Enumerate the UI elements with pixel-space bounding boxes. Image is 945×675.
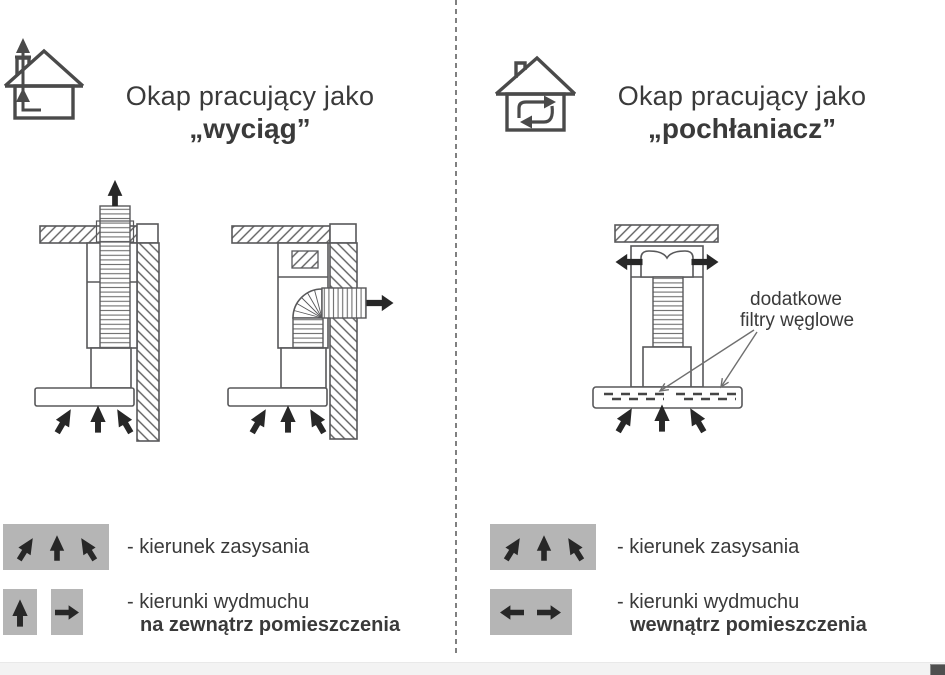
up-arrow-icon xyxy=(12,599,28,627)
hood-canopy xyxy=(227,387,328,407)
carbon-filter-label-line1: dodatkowe xyxy=(750,289,842,310)
legend-exhaust-line2: wewnątrz pomieszczenia xyxy=(630,614,867,636)
indoor-up-arrowhead xyxy=(16,88,30,102)
intake-arrow-icon xyxy=(683,404,711,436)
right-title: Okap pracujący jako „pochłaniacz” xyxy=(587,82,897,143)
legend-exhaust-label: - kierunki wydmuchu na zewnątrz pomieszc… xyxy=(127,591,400,637)
intake-arrow-icon xyxy=(110,405,138,437)
intake-arrows-icon xyxy=(500,534,588,564)
legend-intake-label: - kierunek zasysania xyxy=(617,536,800,558)
right-title-line1: Okap pracujący jako xyxy=(617,81,867,111)
intake-arrow-icon xyxy=(611,404,639,436)
wall-top-block xyxy=(136,223,159,244)
intake-arrow-icon xyxy=(90,405,106,433)
house-recirculation-icon xyxy=(494,55,576,132)
loop-left-arrowhead xyxy=(520,115,532,129)
intake-arrow-icon xyxy=(280,405,296,433)
left-title: Okap pracujący jako „wyciąg” xyxy=(95,82,405,143)
exhaust-up-arrow-icon xyxy=(107,180,123,207)
duct-collar xyxy=(95,220,135,243)
legend-exhaust-line2: na zewnątrz pomieszczenia xyxy=(140,614,401,636)
legend-exhaust-label: - kierunki wydmuchu wewnątrz pomieszczen… xyxy=(617,591,867,637)
hood-body xyxy=(280,347,327,389)
duct-vertical xyxy=(292,317,324,349)
ceiling-hatch xyxy=(231,225,331,244)
hood-canopy xyxy=(592,386,743,409)
hood-body xyxy=(642,346,692,388)
legend-intake-swatch xyxy=(490,524,596,570)
carbon-filter-dashes xyxy=(604,392,736,401)
right-title-mode: „pochłaniacz” xyxy=(647,112,837,144)
recirculation-vent-box xyxy=(640,250,694,278)
legend-exhaust-line1: - kierunki wydmuchu xyxy=(617,591,800,613)
filter-pointer-arrows xyxy=(658,329,758,392)
left-title-line1: Okap pracujący jako xyxy=(125,81,375,111)
intake-arrow-icon xyxy=(303,405,331,437)
roof-outline xyxy=(494,55,576,96)
wall-top-block xyxy=(329,223,357,244)
intake-arrows-icon xyxy=(13,534,101,564)
exhaust-right-arrow-icon xyxy=(366,294,394,312)
wall-hatch xyxy=(329,242,358,440)
flexible-duct xyxy=(99,205,131,349)
duct-through-wall xyxy=(321,287,367,319)
legend-exhaust-both-swatch xyxy=(490,589,572,635)
intake-arrow-icon xyxy=(50,405,78,437)
diagram-hood-wall-vent xyxy=(227,223,394,440)
right-arrow-icon xyxy=(55,605,79,620)
vent-grille xyxy=(291,250,319,269)
wall-hatch xyxy=(136,242,160,442)
flexible-duct xyxy=(652,276,684,348)
legend-intake-label: - kierunek zasysania xyxy=(127,536,310,558)
ceiling-hatch xyxy=(614,224,719,243)
diagram-hood-recirculation xyxy=(592,224,758,436)
loop-right-arrowhead xyxy=(544,95,556,109)
diagram-hood-ceiling-vent xyxy=(34,180,160,442)
exhaust-up-arrowhead xyxy=(16,38,30,53)
legend-exhaust-up-swatch xyxy=(3,589,37,635)
house-exhaust-icon xyxy=(3,38,85,120)
legend-exhaust-line1: - kierunki wydmuchu xyxy=(127,591,310,613)
left-right-arrows-icon xyxy=(500,605,561,620)
panel-divider xyxy=(455,0,457,654)
left-title-mode: „wyciąg” xyxy=(189,112,311,144)
intake-arrow-icon xyxy=(245,405,273,437)
legend-exhaust-right-swatch xyxy=(51,589,83,635)
hood-body xyxy=(90,347,132,389)
carbon-filter-label: dodatkowe filtry węglowe xyxy=(740,289,855,331)
legend-intake-swatch xyxy=(3,524,109,570)
bottom-bar xyxy=(0,662,945,675)
corner-mark xyxy=(930,664,945,675)
hood-canopy xyxy=(34,387,135,407)
carbon-filter-label-line2: filtry węglowe xyxy=(740,310,855,331)
